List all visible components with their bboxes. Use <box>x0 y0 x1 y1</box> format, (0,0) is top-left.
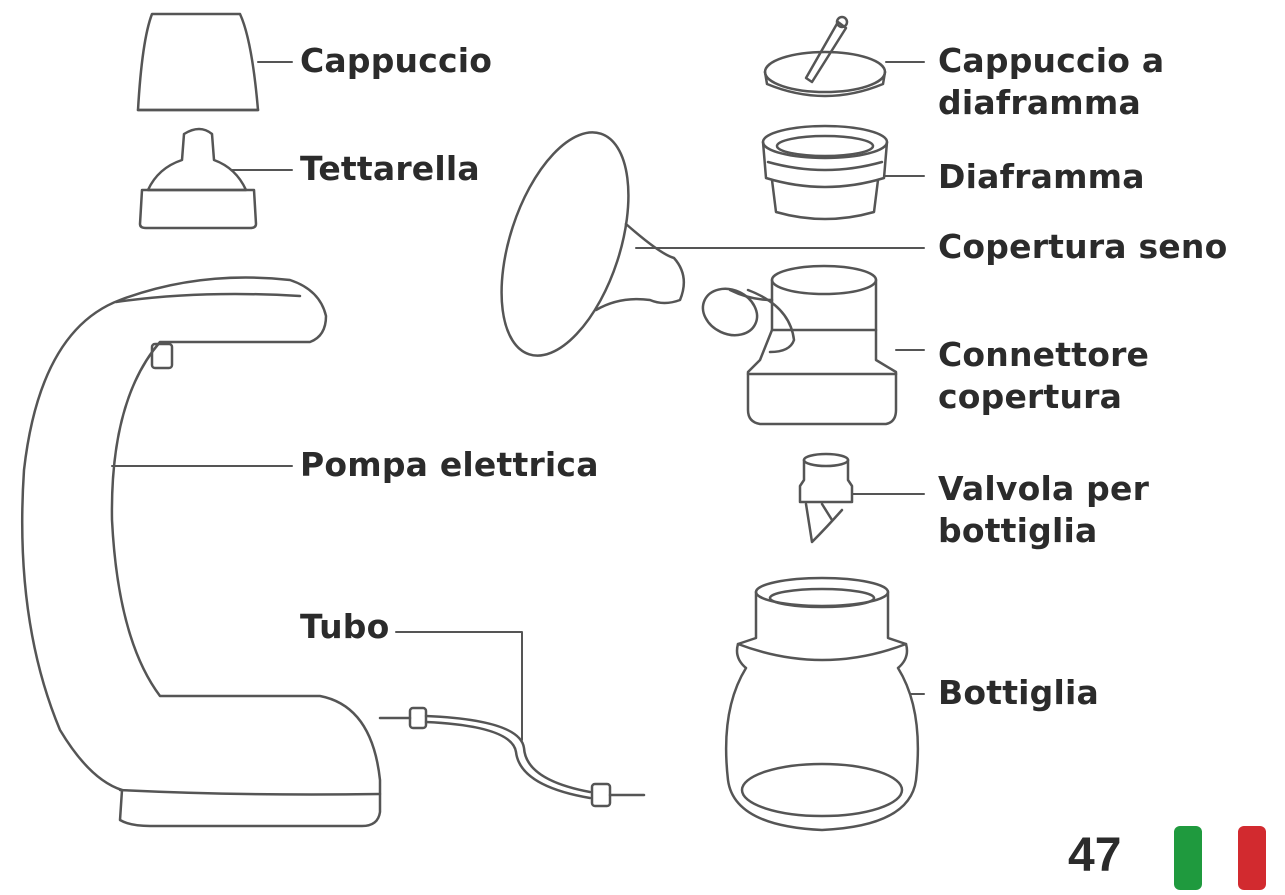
bottle-valve-drawing <box>798 452 854 544</box>
label-diaphragm-cap: Cappuccio a diaframma <box>938 41 1165 122</box>
label-bottle-valve: Valvola per bottiglia <box>938 469 1150 550</box>
leader-lines <box>111 61 925 741</box>
diaphragm-drawing <box>761 124 889 221</box>
label-diaphragm: Diaframma <box>938 157 1145 196</box>
page-number: 47 <box>1068 829 1122 882</box>
shield-connector-drawing <box>701 264 898 426</box>
teat-drawing <box>138 127 258 230</box>
label-breast-shield: Copertura seno <box>938 227 1228 266</box>
bottle-drawing <box>724 576 920 832</box>
label-shield-connector: Connettore copertura <box>938 335 1150 416</box>
italy-flag-icon <box>1174 826 1266 890</box>
electric-pump-drawing <box>20 276 382 828</box>
diaphragm-cap-drawing <box>763 15 887 98</box>
breast-shield-drawing <box>500 131 686 357</box>
label-tube: Tubo <box>300 607 390 646</box>
cap-drawing <box>136 12 260 112</box>
label-cap: Cappuccio <box>300 41 493 80</box>
label-electric-pump: Pompa elettrica <box>300 445 599 484</box>
tube-drawing <box>378 706 646 808</box>
label-bottle: Bottiglia <box>938 673 1099 712</box>
label-teat: Tettarella <box>300 149 480 188</box>
